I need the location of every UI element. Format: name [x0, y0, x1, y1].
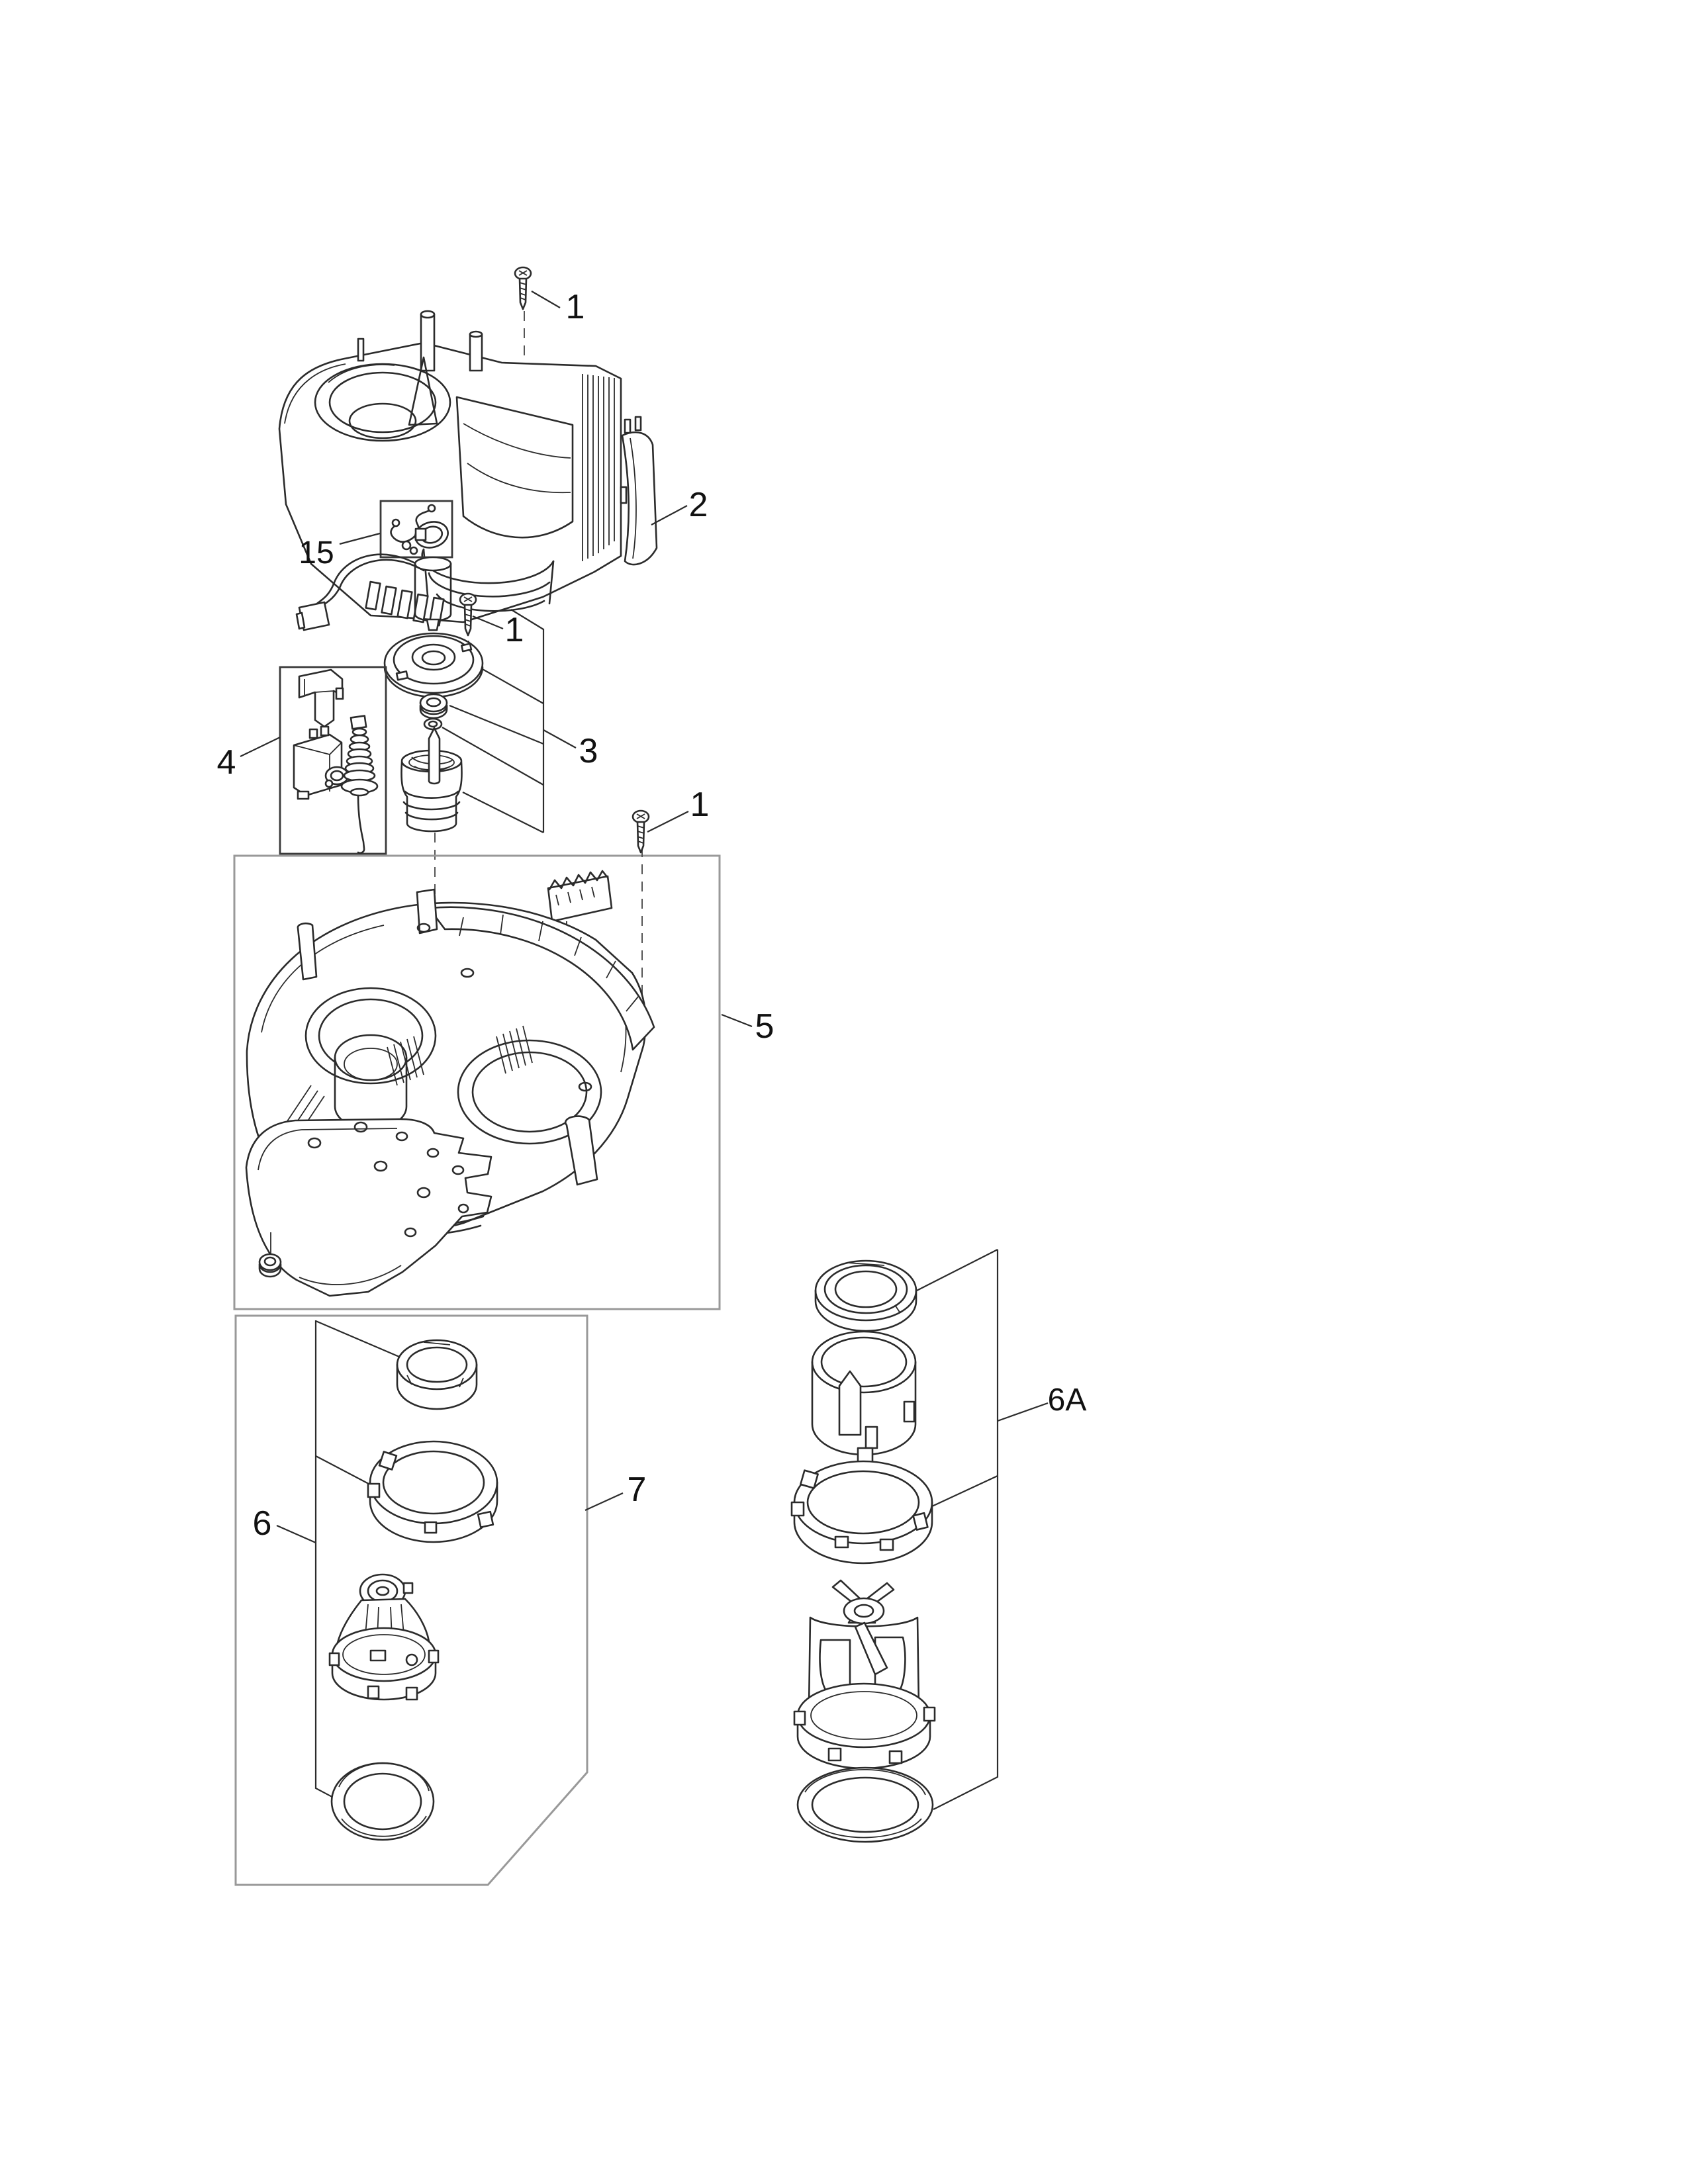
alt-clip-ring	[790, 1460, 933, 1565]
callout-baseplate: 5	[755, 1007, 774, 1046]
alt-o-ring	[796, 1766, 934, 1843]
leader-lines	[240, 291, 1049, 1544]
callout-switch-kit: 4	[217, 743, 236, 782]
group-6a-collector-line	[933, 1250, 999, 1810]
callout-clamp-kit: 15	[299, 535, 334, 570]
callout-impeller-kit: 3	[579, 732, 598, 770]
housing-part	[278, 310, 658, 627]
motor-kit-alt-group	[790, 1249, 999, 1843]
alt-top-ring	[814, 1259, 917, 1332]
bumper-part	[245, 1118, 492, 1297]
capacitor-cable	[295, 553, 452, 631]
callout-screw-baseplate: 1	[690, 786, 710, 824]
group-6-collector-line	[314, 1320, 361, 1813]
clamp-kit-box	[379, 500, 453, 559]
motor-top-ring	[396, 1339, 478, 1410]
callout-screw-top: 1	[566, 288, 585, 326]
callout-labels: 1 2 15 1 3 4 1 5 6 7 6A	[217, 288, 1087, 1543]
switch-kit-box	[279, 666, 387, 855]
callout-motor-kit-alt: 6A	[1048, 1383, 1087, 1418]
motor-kit-box	[234, 1314, 588, 1886]
motor-gasket-ring	[330, 1762, 435, 1841]
alt-motor-cup	[811, 1330, 917, 1467]
callout-motor-seal-group: 6	[253, 1504, 272, 1543]
screw-top-group	[514, 266, 532, 363]
alt-motor-part	[793, 1579, 936, 1770]
baseplate-box	[233, 847, 721, 1310]
impeller-kit	[383, 592, 484, 946]
housing-side-fin	[620, 416, 658, 566]
screw-icon	[632, 809, 650, 854]
motor-clip-ring	[367, 1440, 498, 1543]
callout-screw-impeller: 1	[505, 611, 524, 649]
screw-icon	[514, 266, 532, 310]
group-3-bracket	[442, 609, 577, 833]
callout-motor-kit: 7	[628, 1471, 647, 1509]
motor-part	[328, 1573, 440, 1701]
callout-housing: 2	[689, 486, 708, 524]
screw-right-group	[632, 809, 650, 854]
